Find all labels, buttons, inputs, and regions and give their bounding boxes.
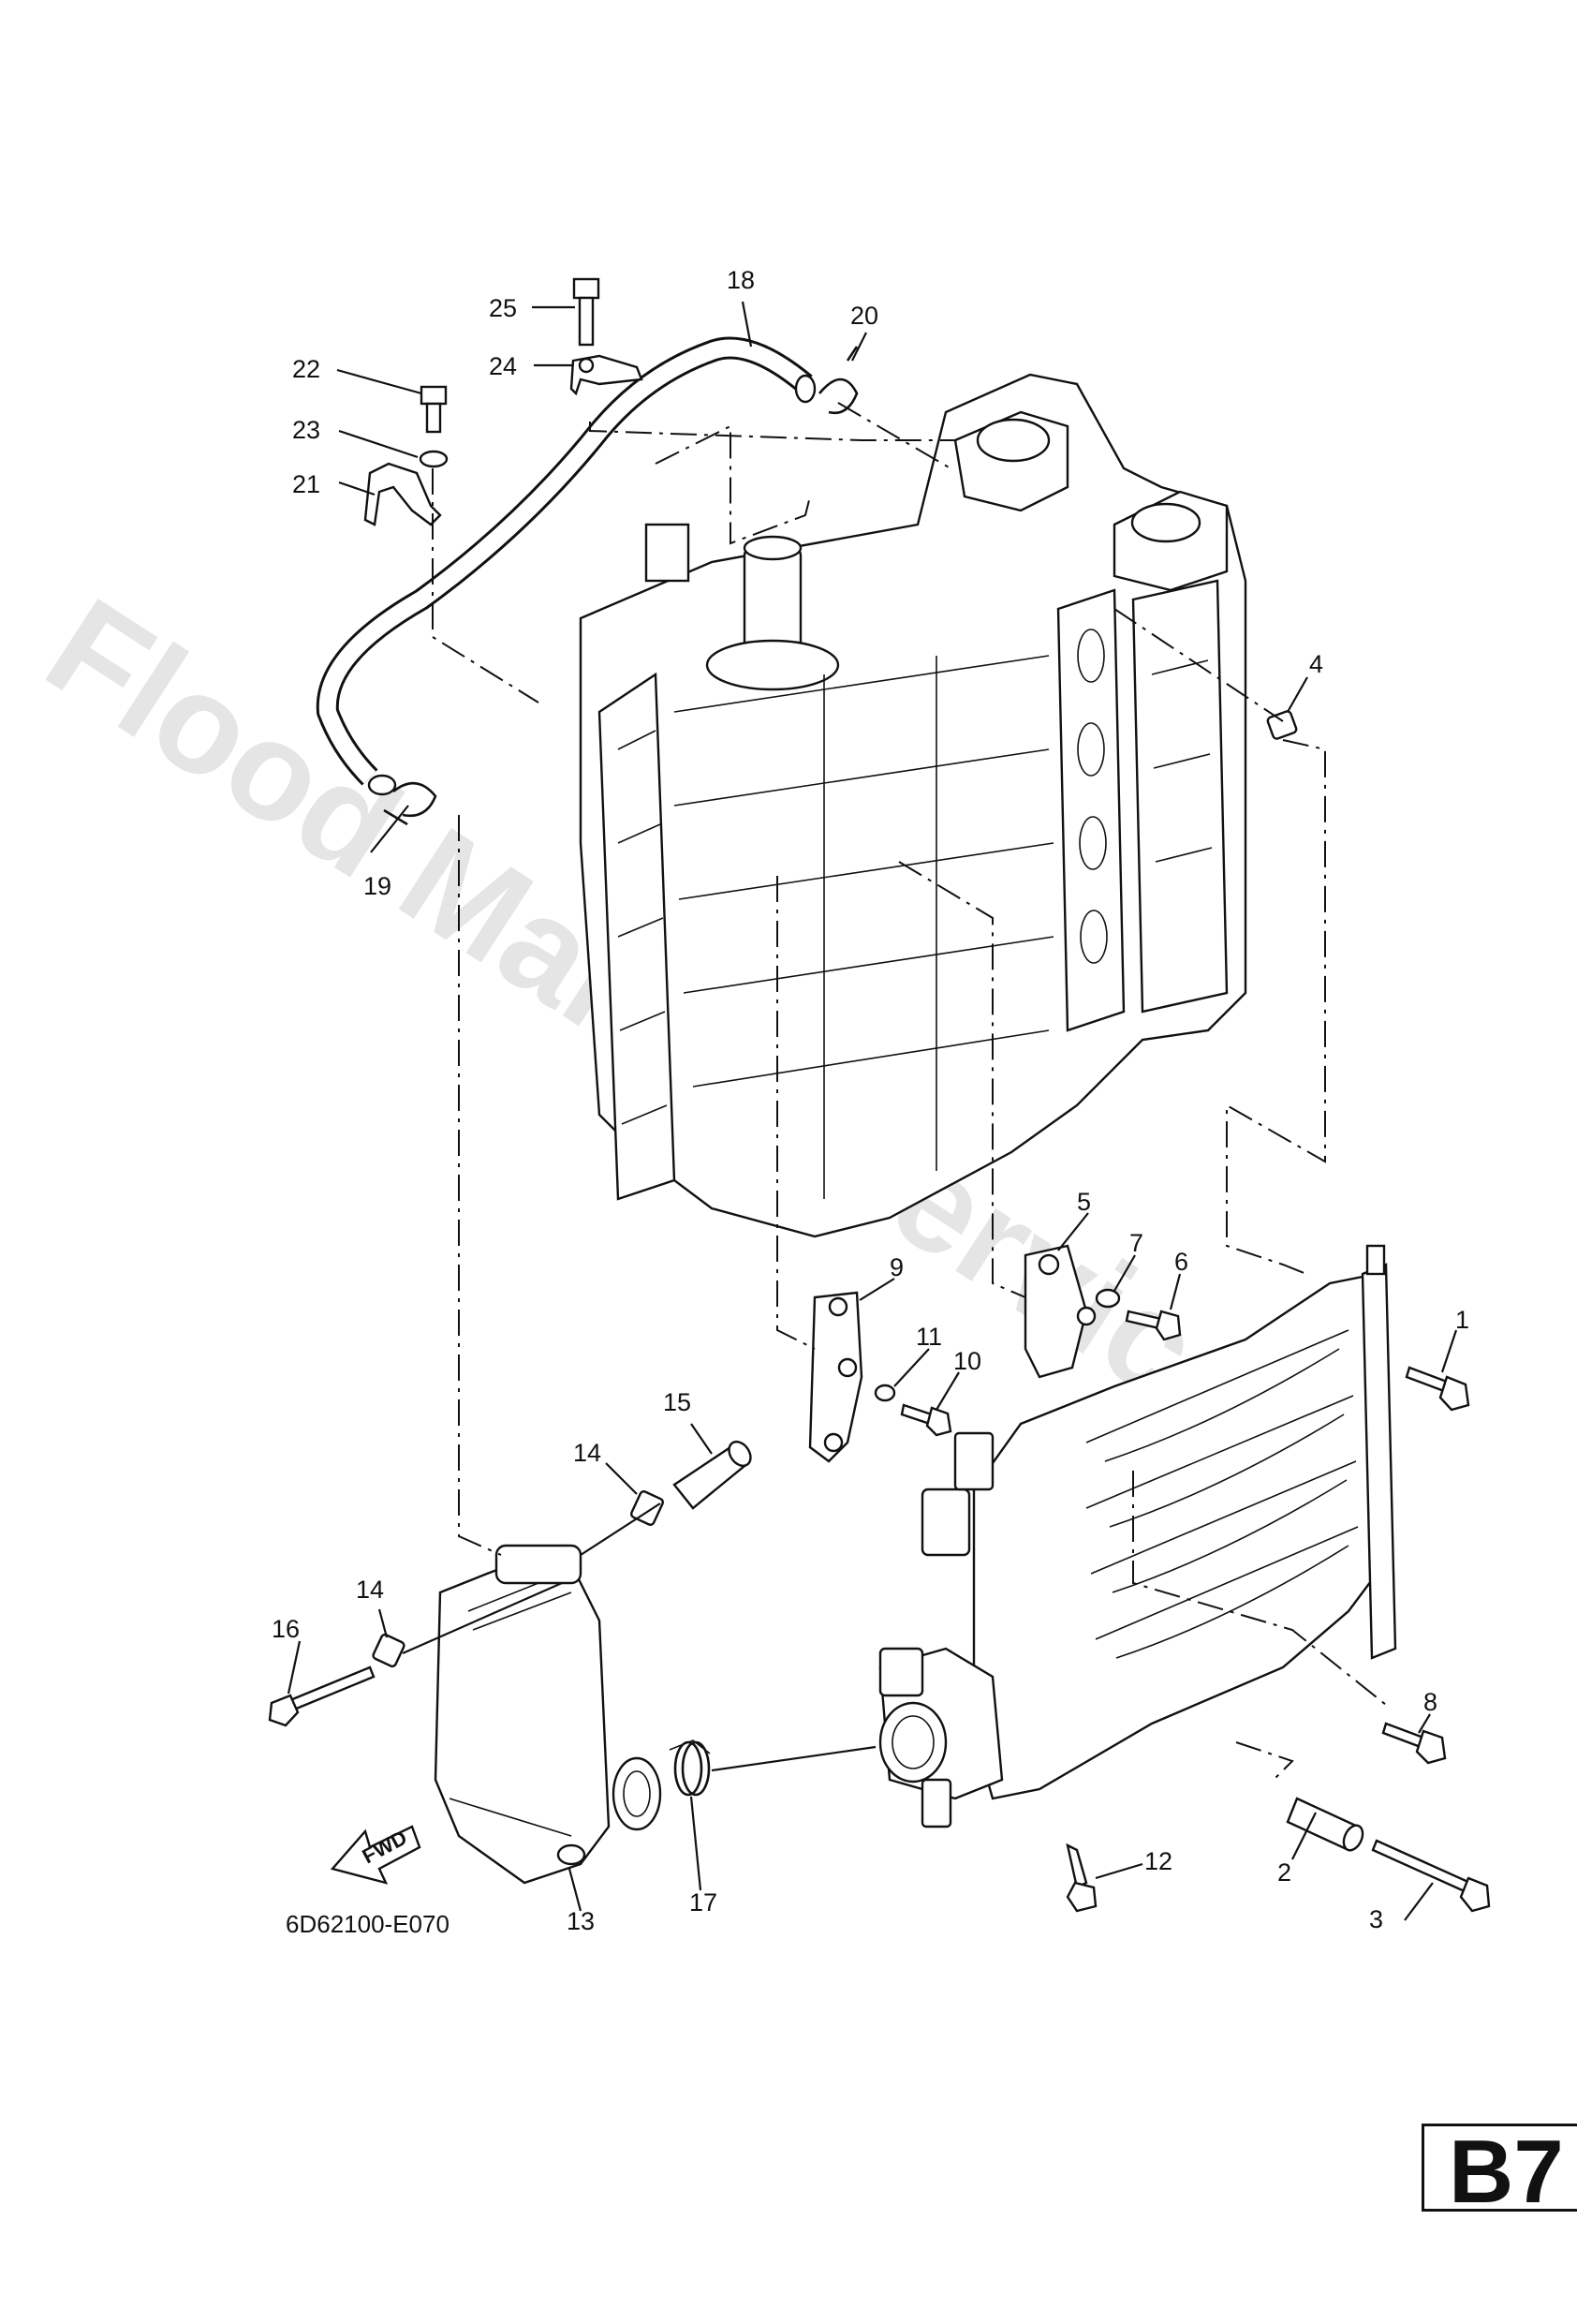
label-7: 7 [1129, 1229, 1143, 1257]
bolt-25 [572, 277, 600, 347]
dowel-pin-4 [1266, 710, 1298, 740]
bolt-12 [1066, 1843, 1098, 1913]
label-9: 9 [890, 1253, 904, 1281]
hose-clip-19 [383, 781, 437, 826]
label-8: 8 [1423, 1688, 1437, 1716]
label-21: 21 [292, 470, 320, 498]
bolt-16 [268, 1665, 376, 1727]
page-badge-text: B7 [1449, 2122, 1564, 2222]
washer-7 [1095, 1288, 1121, 1309]
label-24: 24 [489, 352, 517, 380]
label-25: 25 [489, 294, 517, 322]
washer-23 [419, 450, 449, 468]
label-12: 12 [1144, 1847, 1172, 1875]
intake-silencer [434, 1544, 662, 1885]
label-17: 17 [689, 1888, 717, 1917]
label-18: 18 [727, 266, 755, 294]
label-19: 19 [363, 872, 391, 900]
hose-clamp-17 [669, 1739, 711, 1797]
label-3: 3 [1369, 1905, 1383, 1933]
intake-manifold [878, 1244, 1397, 1828]
bracket-24 [569, 354, 643, 396]
label-22: 22 [292, 355, 320, 383]
bracket-9 [808, 1291, 863, 1463]
label-15: 15 [663, 1388, 691, 1416]
hose-clip-20 [818, 346, 859, 415]
bolt-8 [1381, 1722, 1447, 1765]
label-14-upper: 14 [573, 1439, 601, 1467]
label-6: 6 [1174, 1248, 1188, 1276]
label-10: 10 [953, 1347, 981, 1375]
label-13: 13 [567, 1907, 595, 1935]
label-14-lower: 14 [356, 1576, 384, 1604]
label-11: 11 [916, 1323, 942, 1351]
label-2: 2 [1277, 1858, 1291, 1887]
washer-11 [874, 1384, 896, 1402]
diagram-code: 6D62100-E070 [286, 1910, 450, 1938]
label-23: 23 [292, 416, 320, 444]
label-4: 4 [1309, 650, 1323, 678]
label-16: 16 [272, 1615, 300, 1643]
bolt-10 [900, 1403, 952, 1437]
page-badge: B7 [1422, 2122, 1577, 2222]
pipe-15 [672, 1440, 752, 1510]
bolt-3 [1371, 1839, 1491, 1913]
collar-2 [1286, 1797, 1364, 1852]
label-5: 5 [1077, 1188, 1091, 1216]
bolt-22 [420, 385, 448, 434]
bolt-1 [1405, 1366, 1470, 1412]
leader-lines [287, 301, 1458, 1921]
assembly-lines [402, 402, 1387, 1781]
cylinder-block [579, 373, 1247, 1238]
collar-14-lower [372, 1633, 405, 1668]
label-20: 20 [850, 302, 878, 330]
breather-hose [316, 336, 817, 796]
fwd-arrow-icon: FWD [330, 1825, 421, 1885]
bolt-6 [1125, 1310, 1182, 1341]
part-labels: 1 2 3 4 5 6 7 8 9 10 11 12 13 14 14 15 1… [272, 266, 1469, 1935]
label-1: 1 [1455, 1306, 1469, 1334]
bracket-5 [1024, 1244, 1097, 1379]
bracket-21 [363, 462, 442, 526]
